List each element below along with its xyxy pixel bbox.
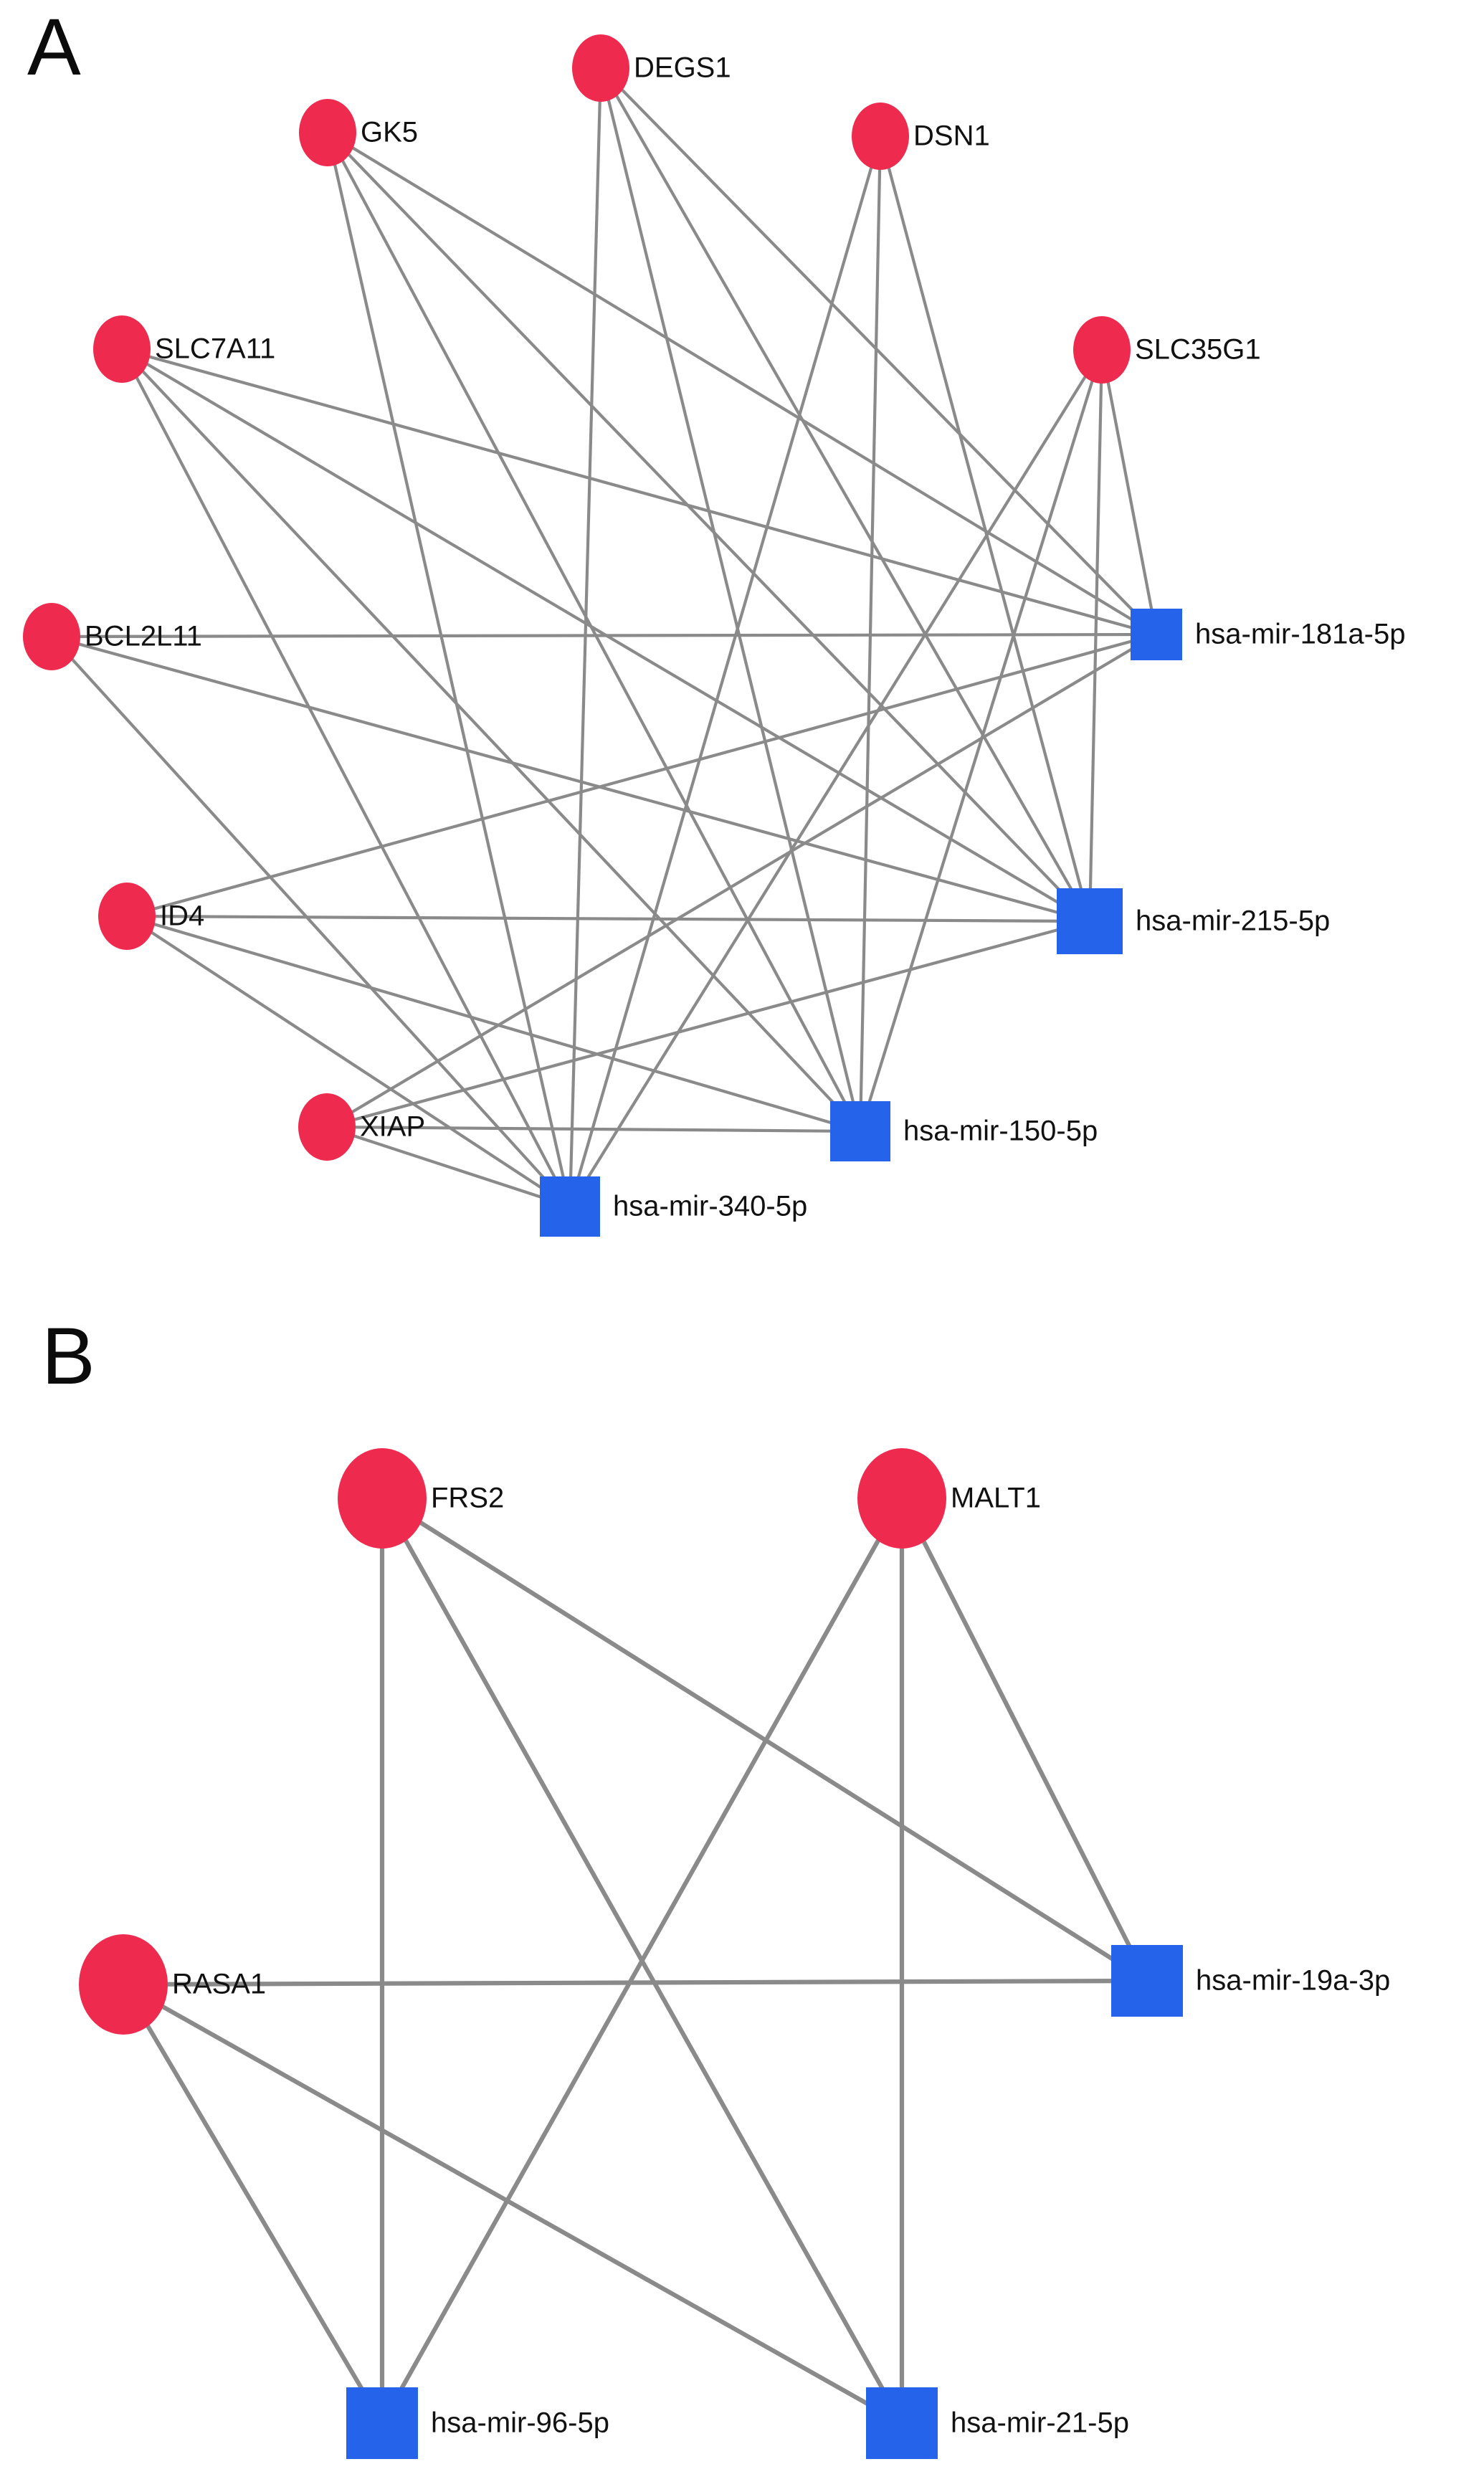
- network-edge: [326, 919, 1090, 1129]
- network-edge: [120, 348, 862, 1133]
- network-edge: [326, 132, 862, 1132]
- network-edge: [900, 1497, 1149, 1982]
- network-edge: [126, 914, 861, 1133]
- gene-node-label: FRS2: [431, 1483, 504, 1514]
- gene-node-label: GK5: [361, 117, 418, 148]
- edge-layer: [50, 67, 1159, 1208]
- network-edge: [568, 135, 883, 1207]
- mirna-node-label: hsa-mir-215-5p: [1136, 905, 1330, 937]
- edge-layer: [121, 1496, 1149, 2425]
- network-edge: [126, 632, 1157, 918]
- gene-node-id4[interactable]: [98, 883, 156, 950]
- network-edge: [380, 1497, 904, 2425]
- mirna-node-label: hsa-mir-340-5p: [613, 1191, 807, 1222]
- network-edge: [51, 634, 1090, 923]
- mirna-node-hsa-mir-215-5p[interactable]: [1057, 888, 1123, 954]
- gene-node-bcl2l11[interactable]: [23, 603, 80, 670]
- mirna-node-label: hsa-mir-181a-5p: [1195, 619, 1405, 650]
- mirna-node-hsa-mir-181a-5p[interactable]: [1131, 609, 1182, 660]
- mirna-node-label: hsa-mir-21-5p: [951, 2407, 1129, 2439]
- panel-a-letter: A: [27, 2, 81, 92]
- gene-node-label: ID4: [160, 900, 204, 932]
- network-edge: [126, 914, 1090, 923]
- mirna-node-label: hsa-mir-19a-3p: [1196, 1965, 1390, 1997]
- network-edge: [569, 348, 1103, 1208]
- gene-node-slc7a11[interactable]: [93, 315, 151, 383]
- mirna-node-label: hsa-mir-150-5p: [903, 1116, 1098, 1147]
- panel-b-letter: B: [42, 1311, 95, 1401]
- network-edge: [599, 67, 862, 1132]
- network-edge: [599, 67, 1091, 923]
- gene-node-rasa1[interactable]: [79, 1934, 168, 2035]
- gene-node-label: MALT1: [951, 1483, 1041, 1514]
- gene-node-label: RASA1: [172, 1969, 266, 2000]
- gene-node-dsn1[interactable]: [852, 103, 909, 170]
- mirna-node-hsa-mir-21-5p[interactable]: [866, 2387, 938, 2459]
- gene-node-frs2[interactable]: [338, 1448, 427, 1549]
- mirna-node-label: hsa-mir-96-5p: [431, 2407, 609, 2439]
- mirna-node-hsa-mir-96-5p[interactable]: [346, 2387, 418, 2459]
- network-edge: [878, 135, 1092, 922]
- mirna-node-hsa-mir-19a-3p[interactable]: [1111, 1945, 1183, 2017]
- gene-node-label: SLC35G1: [1135, 334, 1261, 366]
- gene-node-label: DEGS1: [634, 52, 731, 84]
- gene-node-gk5[interactable]: [299, 99, 356, 166]
- gene-node-label: SLC7A11: [155, 333, 275, 365]
- network-edge: [858, 349, 1104, 1132]
- network-edge: [326, 131, 1091, 923]
- gene-node-label: DSN1: [913, 120, 990, 152]
- network-edge: [599, 67, 1158, 636]
- network-edge: [325, 633, 1158, 1128]
- network-edge: [125, 915, 571, 1208]
- network-edge: [1100, 349, 1159, 635]
- mirna-node-hsa-mir-150-5p[interactable]: [830, 1101, 890, 1161]
- network-edge: [568, 67, 603, 1207]
- gene-node-xiap[interactable]: [298, 1093, 356, 1161]
- network-edge: [120, 348, 571, 1207]
- network-edge: [50, 635, 571, 1208]
- network-edge: [121, 1983, 384, 2425]
- network-edge: [326, 1125, 861, 1133]
- network-edge: [326, 1126, 571, 1208]
- gene-node-degs1[interactable]: [572, 34, 629, 102]
- network-edge: [325, 132, 572, 1207]
- network-edge: [326, 131, 1158, 636]
- network-edge: [123, 1978, 1148, 1987]
- network-edge: [121, 347, 1157, 637]
- gene-node-malt1[interactable]: [857, 1448, 946, 1549]
- gene-node-label: BCL2L11: [85, 621, 202, 652]
- gene-node-label: XIAP: [360, 1111, 425, 1143]
- network-edge: [122, 1982, 903, 2425]
- gene-node-slc35g1[interactable]: [1073, 316, 1131, 384]
- mirna-node-hsa-mir-340-5p[interactable]: [540, 1176, 600, 1237]
- network-edge: [51, 632, 1157, 639]
